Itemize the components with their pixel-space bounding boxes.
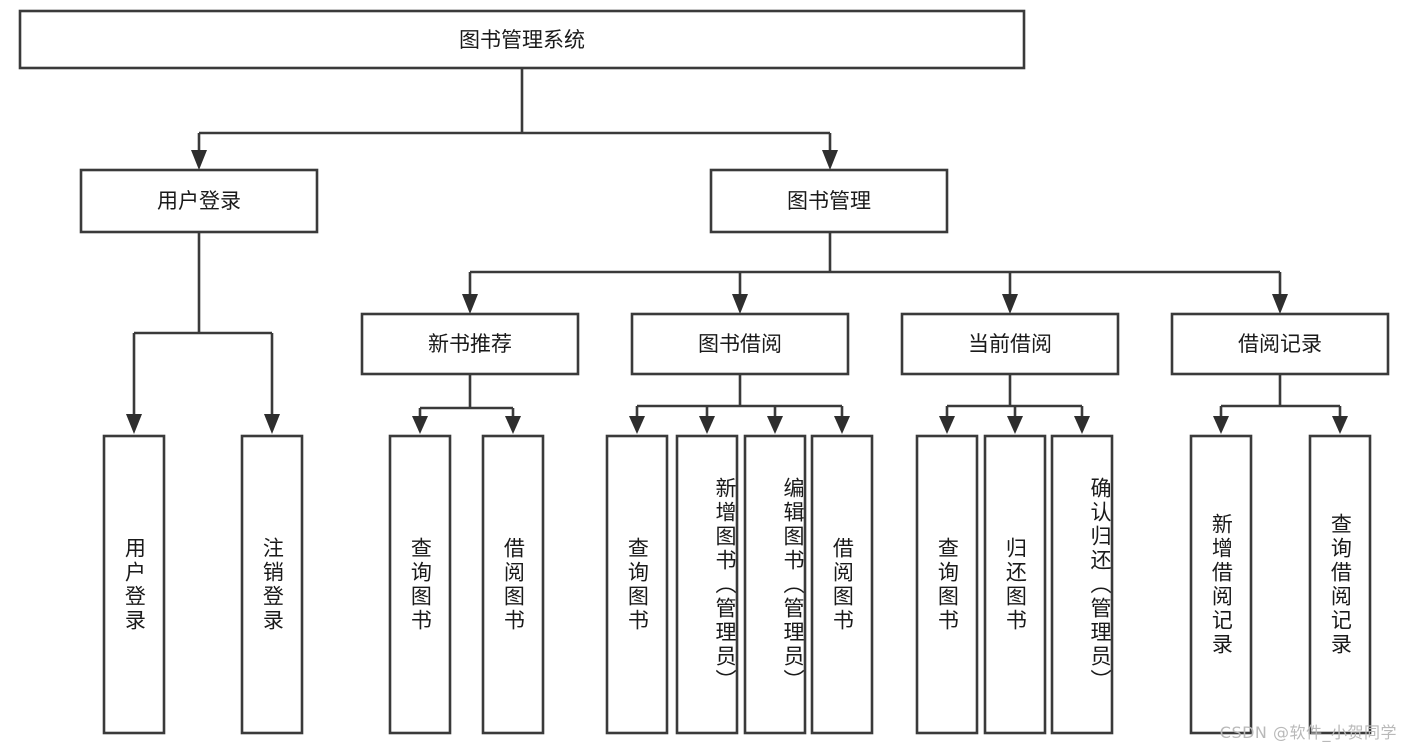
node-current-borrow[interactable]: 当前借阅 (900, 312, 1120, 376)
leaf-rect-borrow-book-2[interactable] (810, 434, 874, 735)
node-root-label: 图书管理系统 (459, 28, 585, 52)
node-book-manage-label: 图书管理 (787, 189, 871, 213)
connector-bookborrow-to-leaves (629, 374, 850, 434)
node-root[interactable]: 图书管理系统 (18, 9, 1026, 70)
connector-borrowrecord-to-leaves (1213, 374, 1348, 434)
node-book-manage[interactable]: 图书管理 (709, 168, 949, 234)
watermark: CSDN @软件_小贺同学 (1219, 723, 1397, 742)
node-new-book-rec-label: 新书推荐 (428, 332, 512, 356)
leaf-rects (102, 434, 1372, 735)
connector-bookmanage-to-level3 (462, 232, 1288, 314)
leaf-rect-return-book[interactable] (983, 434, 1047, 735)
leaf-rect-query-record[interactable] (1308, 434, 1372, 735)
connector-newbook-to-leaves (412, 374, 521, 434)
leaf-rect-edit-book[interactable] (743, 434, 807, 735)
leaf-rect-query-book-3[interactable] (915, 434, 979, 735)
connector-root-to-level2 (191, 68, 838, 170)
leaf-rect-user-login[interactable] (102, 434, 166, 735)
node-book-borrow-label: 图书借阅 (698, 332, 782, 356)
node-borrow-record[interactable]: 借阅记录 (1170, 312, 1390, 376)
connector-currentborrow-to-leaves (939, 374, 1090, 434)
leaf-rect-query-book-1[interactable] (388, 434, 452, 735)
node-borrow-record-label: 借阅记录 (1238, 332, 1322, 356)
leaf-rect-logout-login[interactable] (240, 434, 304, 735)
node-book-borrow[interactable]: 图书借阅 (630, 312, 850, 376)
leaf-rect-confirm-return[interactable] (1050, 434, 1114, 735)
leaf-rect-borrow-book-1[interactable] (481, 434, 545, 735)
leaf-rect-query-book-2[interactable] (605, 434, 669, 735)
node-current-borrow-label: 当前借阅 (968, 332, 1052, 356)
connector-userlogin-to-leaves (126, 232, 280, 434)
node-user-login-label: 用户登录 (157, 189, 241, 213)
leaf-rect-add-book[interactable] (675, 434, 739, 735)
node-user-login[interactable]: 用户登录 (79, 168, 319, 234)
leaf-rect-add-record[interactable] (1189, 434, 1253, 735)
node-new-book-rec[interactable]: 新书推荐 (360, 312, 580, 376)
